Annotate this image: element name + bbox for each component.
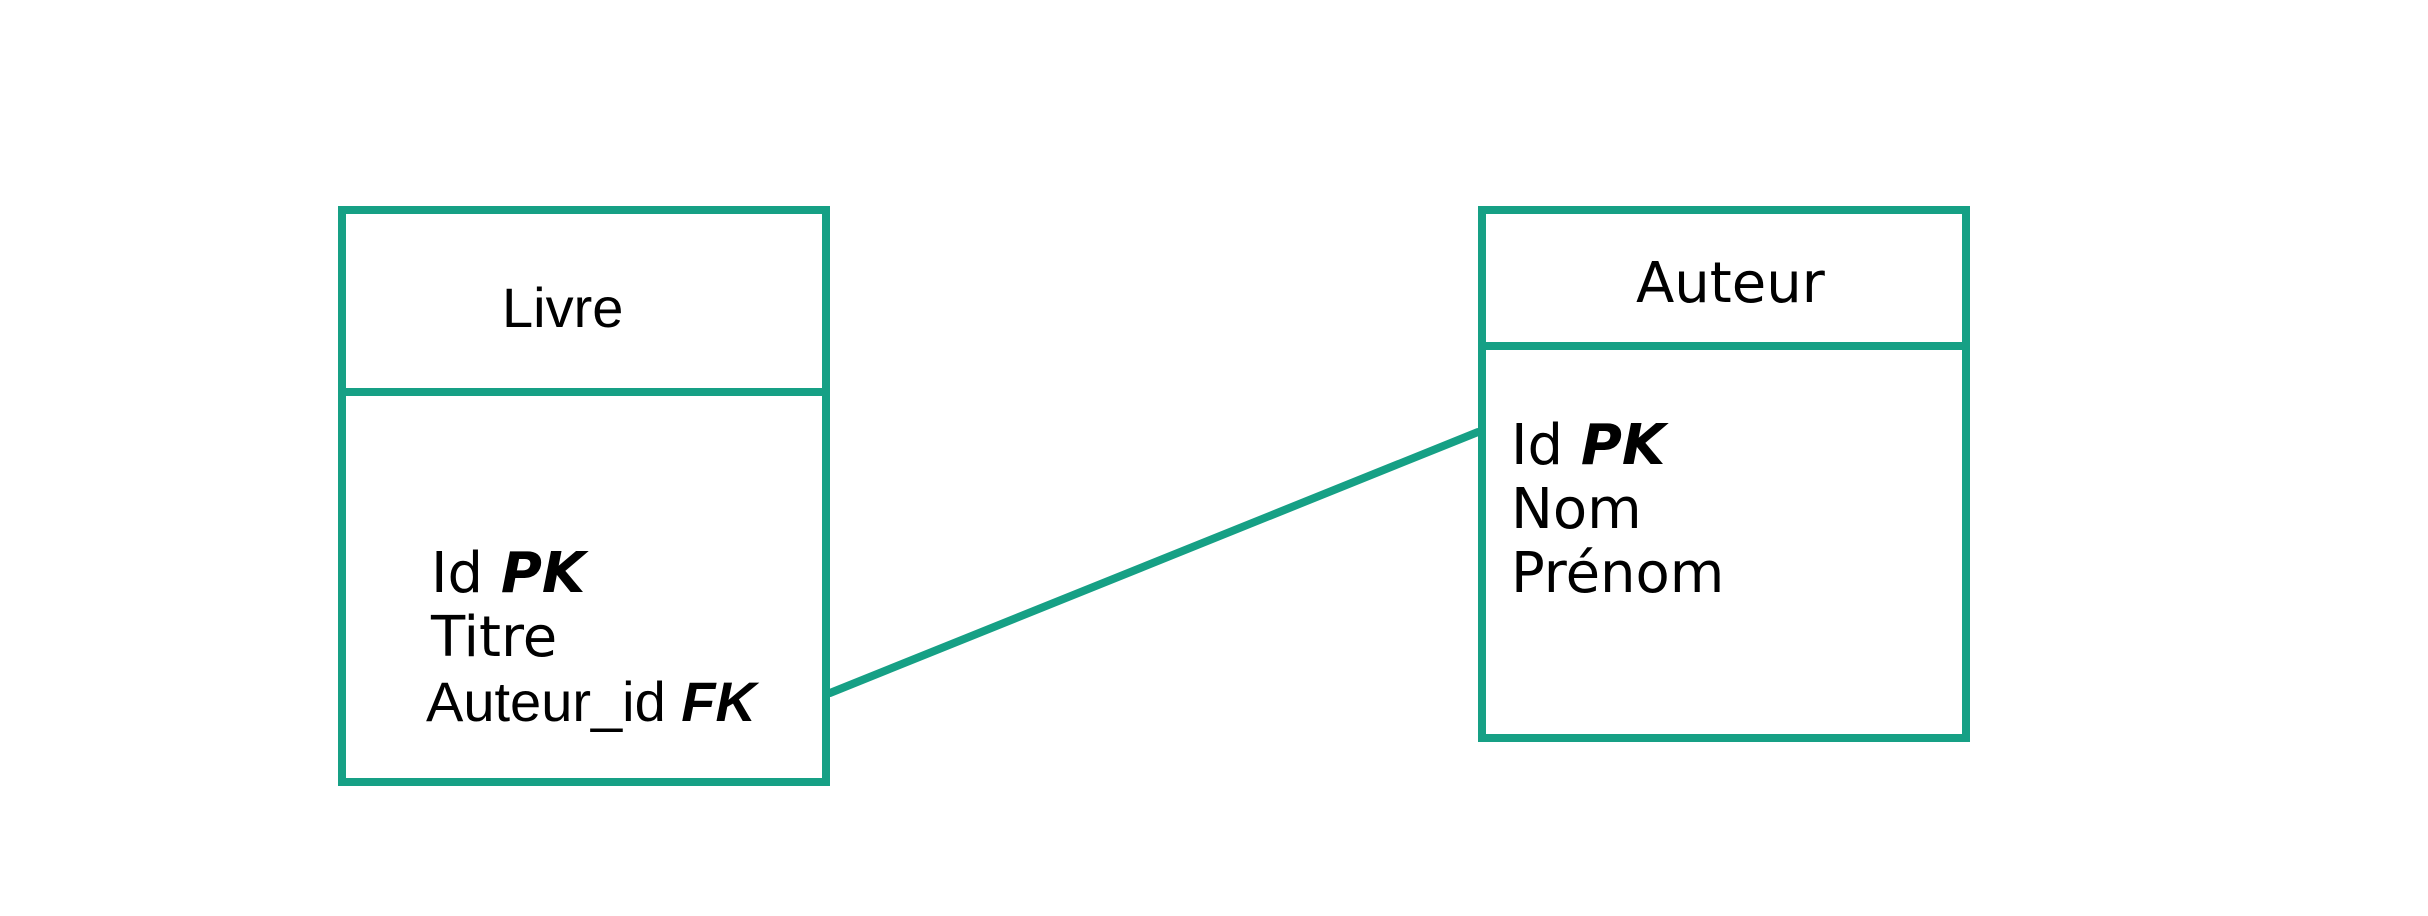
attribute-name: Id bbox=[1511, 413, 1564, 478]
attribute-key: FK bbox=[681, 670, 756, 733]
entity-title: Livre bbox=[502, 276, 624, 339]
attribute-name: Titre bbox=[431, 605, 558, 670]
entity-auteur[interactable]: Auteur Id PK Nom Prénom bbox=[1478, 206, 1970, 742]
entity-header: Livre bbox=[346, 214, 822, 396]
attribute-row: Prénom bbox=[1511, 542, 1724, 606]
attribute-row: Id PK bbox=[431, 542, 756, 606]
attribute-list: Id PK Nom Prénom bbox=[1511, 414, 1724, 606]
attribute-row: Id PK bbox=[1511, 414, 1724, 478]
attribute-key: PK bbox=[500, 541, 586, 606]
entity-body: Id PK Nom Prénom bbox=[1486, 350, 1962, 734]
attribute-name: Auteur_id bbox=[426, 670, 666, 733]
entity-title: Auteur bbox=[1636, 251, 1825, 316]
attribute-key: PK bbox=[1580, 413, 1666, 478]
attribute-row: Titre bbox=[431, 606, 756, 670]
attribute-row: Auteur_id FK bbox=[426, 670, 756, 734]
entity-body: Id PK Titre Auteur_id FK bbox=[346, 396, 822, 778]
entity-header: Auteur bbox=[1486, 214, 1962, 350]
attribute-list: Id PK Titre Auteur_id FK bbox=[426, 542, 756, 734]
entity-livre[interactable]: Livre Id PK Titre Auteur_id FK bbox=[338, 206, 830, 786]
attribute-name: Prénom bbox=[1511, 541, 1725, 606]
attribute-row: Nom bbox=[1511, 478, 1724, 542]
attribute-name: Id bbox=[431, 541, 484, 606]
attribute-name: Nom bbox=[1511, 477, 1642, 542]
relation-line-livre-auteur bbox=[826, 428, 1482, 697]
